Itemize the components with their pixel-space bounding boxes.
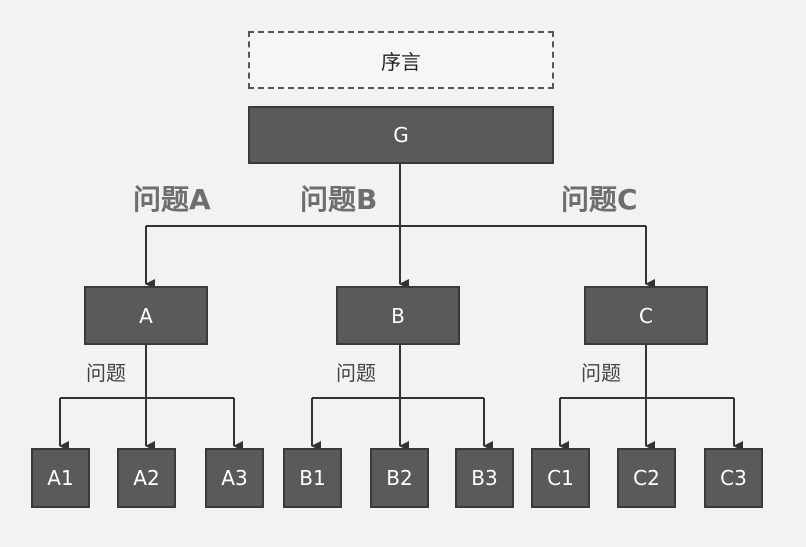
leaf-a3: A3 xyxy=(205,448,264,508)
leaf-b1: B1 xyxy=(283,448,342,508)
node-b: B xyxy=(336,286,460,345)
leaf-b3: B3 xyxy=(455,448,514,508)
root-node: G xyxy=(248,106,554,164)
preface-box: 序言 xyxy=(248,31,554,89)
leaf-b2: B2 xyxy=(370,448,429,508)
sub-question-label-c: 问题 xyxy=(581,361,621,385)
leaf-a2: A2 xyxy=(117,448,176,508)
question-label-c: 问题C xyxy=(561,183,638,216)
leaf-c3: C3 xyxy=(704,448,763,508)
leaf-a1: A1 xyxy=(31,448,90,508)
sub-question-label-b: 问题 xyxy=(336,361,376,385)
question-label-a: 问题A xyxy=(133,183,211,216)
leaf-c2: C2 xyxy=(617,448,676,508)
node-a: A xyxy=(84,286,208,345)
leaf-c1: C1 xyxy=(531,448,590,508)
question-label-b: 问题B xyxy=(300,183,378,216)
node-c: C xyxy=(584,286,708,345)
sub-question-label-a: 问题 xyxy=(86,361,126,385)
